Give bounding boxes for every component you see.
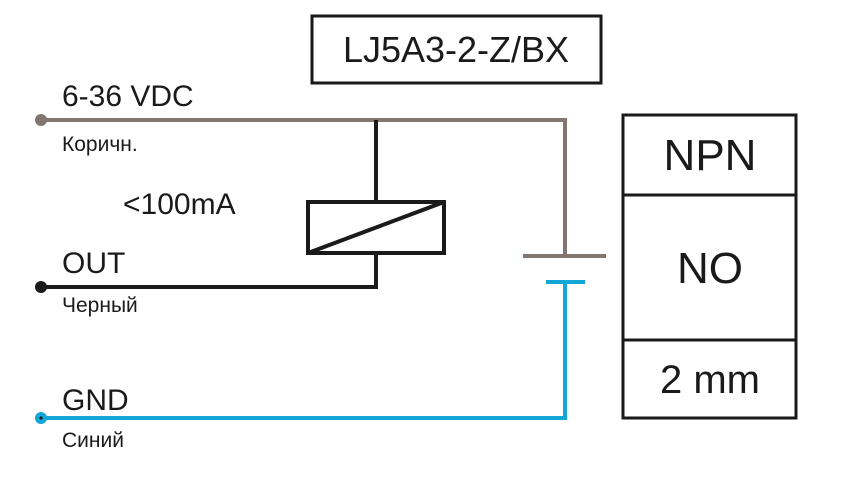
load-current-label: <100mA	[123, 188, 236, 221]
supply-label: 6-36 VDC	[62, 80, 194, 113]
out-wire-line	[41, 253, 378, 289]
spec-contact-type: NO	[677, 244, 743, 293]
relay-coil-icon	[306, 200, 446, 255]
normally-open-contact-icon	[523, 254, 606, 284]
wire-supply: 6-36 VDC Коричн.	[35, 80, 567, 257]
out-color-label: Черный	[62, 294, 138, 317]
model-title-box: LJ5A3-2-Z/BX	[310, 14, 603, 85]
supply-wire-line	[41, 118, 567, 257]
spec-output-type: NPN	[664, 131, 757, 180]
wire-gnd: GND Синий	[35, 282, 567, 452]
coil-diagonal	[307, 200, 445, 255]
model-title: LJ5A3-2-Z/BX	[343, 29, 569, 70]
supply-color-label: Коричн.	[62, 133, 138, 156]
out-label: OUT	[62, 247, 125, 280]
out-terminal-dot	[35, 281, 47, 293]
gnd-terminal-center	[39, 416, 43, 420]
spec-box-border	[621, 113, 798, 420]
supply-terminal-dot	[35, 114, 47, 126]
title-box-border	[310, 14, 603, 85]
spec-box: NPN NO 2 mm	[621, 113, 798, 420]
gnd-color-label: Синий	[62, 429, 124, 452]
spec-sensing-distance: 2 mm	[660, 358, 760, 402]
gnd-wire-line	[41, 282, 567, 420]
wire-out: OUT Черный	[35, 120, 378, 317]
gnd-label: GND	[62, 384, 129, 417]
